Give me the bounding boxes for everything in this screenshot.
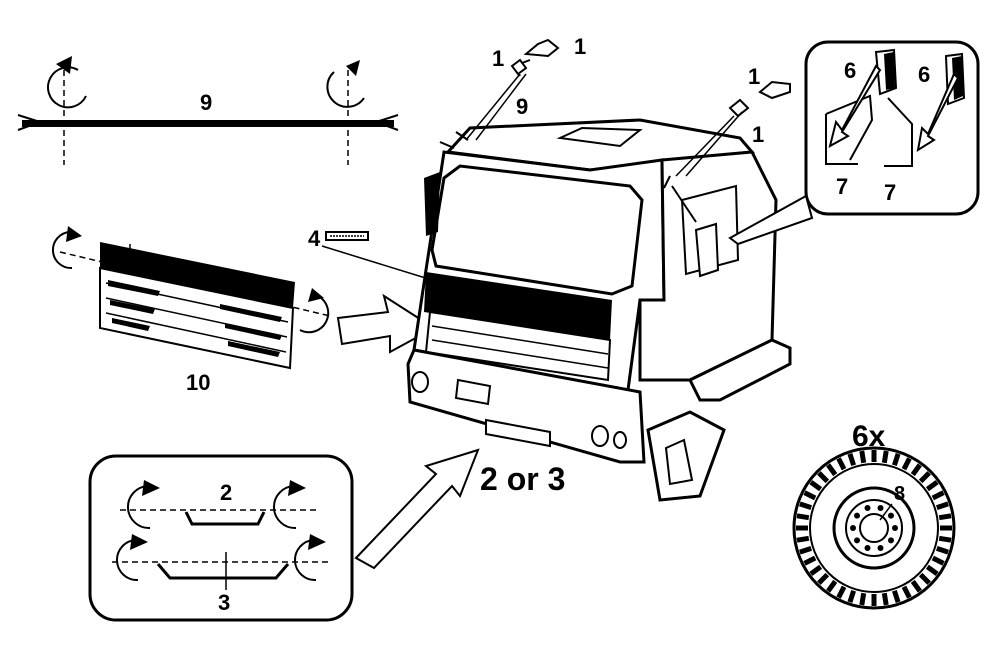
part-9-bar-detail: 9 xyxy=(17,56,399,165)
tread-block xyxy=(901,585,912,599)
truck-cab-drawing xyxy=(406,118,792,502)
tread-block xyxy=(809,480,823,492)
rotate-arrow-icon xyxy=(288,480,306,496)
label-part-6-a: 6 xyxy=(844,58,856,83)
tread-block xyxy=(918,471,931,484)
part-1-lights: 1 1 1 1 9 xyxy=(465,34,791,177)
tread-block xyxy=(925,564,939,576)
tread-block xyxy=(799,501,813,510)
lug-nut xyxy=(877,544,884,551)
tread-block xyxy=(910,579,922,593)
label-quantity-6x: 6x xyxy=(852,420,886,453)
rotate-arrow-icon xyxy=(308,288,324,302)
tread-block xyxy=(938,513,952,521)
tread-block xyxy=(803,490,817,501)
lug-nut xyxy=(854,512,861,519)
label-part-7-b: 7 xyxy=(884,180,896,205)
rotate-arrow-icon xyxy=(293,539,317,582)
tread-block xyxy=(859,450,867,464)
lug-nut xyxy=(892,525,898,531)
tread-block xyxy=(892,453,901,467)
rotate-arrow-icon xyxy=(142,480,160,496)
insert-arrow-icon xyxy=(336,293,436,354)
tread-block xyxy=(892,589,901,603)
tread-block xyxy=(796,535,810,543)
tread-block xyxy=(796,513,810,521)
label-part-1-b: 1 xyxy=(574,34,586,59)
label-part-8: 8 xyxy=(894,483,905,505)
tread-block xyxy=(935,546,949,555)
tread-block xyxy=(931,490,945,501)
label-part-1-d: 1 xyxy=(752,122,764,147)
label-part-9: 9 xyxy=(200,90,212,115)
tread-block xyxy=(809,564,823,576)
rotate-arrow-icon xyxy=(56,56,72,74)
lug-nut xyxy=(877,505,884,512)
rotate-arrow-icon xyxy=(127,485,151,530)
lug-nut xyxy=(864,544,871,551)
rotate-arrow-icon xyxy=(273,485,297,530)
tread-block xyxy=(847,589,856,603)
rotate-arrow-icon xyxy=(115,539,139,582)
tread-block xyxy=(925,480,939,492)
tread-block xyxy=(859,592,867,606)
label-part-3: 3 xyxy=(218,590,230,615)
label-part-9-cab: 9 xyxy=(516,94,528,119)
tread-block xyxy=(901,457,912,471)
tread-block xyxy=(836,457,847,471)
rotate-arrow-icon xyxy=(66,226,82,242)
lug-nut xyxy=(864,505,871,512)
lug-nut xyxy=(850,525,856,531)
label-part-1-a: 1 xyxy=(492,46,504,71)
tread-block xyxy=(847,453,856,467)
tread-block xyxy=(935,501,949,510)
tow-hitch-options-box: 2 3 xyxy=(88,454,354,622)
tread-block xyxy=(826,579,838,593)
tread-block xyxy=(799,546,813,555)
mirror-detail-box: 6 6 7 7 xyxy=(804,40,980,216)
tread-block xyxy=(836,585,847,599)
label-2-or-3: 2 or 3 xyxy=(480,461,565,497)
label-part-7-a: 7 xyxy=(836,174,848,199)
label-part-10: 10 xyxy=(186,370,210,395)
label-part-6-b: 6 xyxy=(918,62,930,87)
rotate-arrow-icon xyxy=(51,231,73,270)
part-8-wheel-detail: 6x 8 xyxy=(792,420,956,610)
callout-pointer xyxy=(728,194,814,246)
tread-block xyxy=(918,572,931,585)
lug-nut xyxy=(854,537,861,544)
tread-block xyxy=(931,555,945,566)
callout-arrow-icon xyxy=(354,448,480,570)
lug-nut xyxy=(887,512,894,519)
lug-nut xyxy=(887,537,894,544)
tread-block xyxy=(938,535,952,543)
rotate-arrow-icon xyxy=(299,295,330,334)
tread-block xyxy=(803,555,817,566)
rotate-arrow-icon xyxy=(326,71,365,108)
part-4-plate: 4 xyxy=(308,226,433,281)
wheel-lug-nuts xyxy=(850,505,898,551)
rotate-arrow-icon xyxy=(130,534,148,550)
tread-block xyxy=(910,463,922,477)
tire-tread xyxy=(796,450,952,606)
tread-block xyxy=(817,572,830,585)
part-10-grille-detail: 10 xyxy=(51,226,331,395)
label-part-1-c: 1 xyxy=(748,64,760,89)
rotate-arrow-icon xyxy=(346,60,360,76)
tread-block xyxy=(817,471,830,484)
label-part-2: 2 xyxy=(220,480,232,505)
rotate-arrow-icon xyxy=(308,534,326,550)
tread-block xyxy=(826,463,838,477)
tread-block xyxy=(881,592,889,606)
rotate-arrow-icon xyxy=(47,66,87,109)
tread-block xyxy=(881,450,889,464)
label-part-4: 4 xyxy=(308,226,321,251)
